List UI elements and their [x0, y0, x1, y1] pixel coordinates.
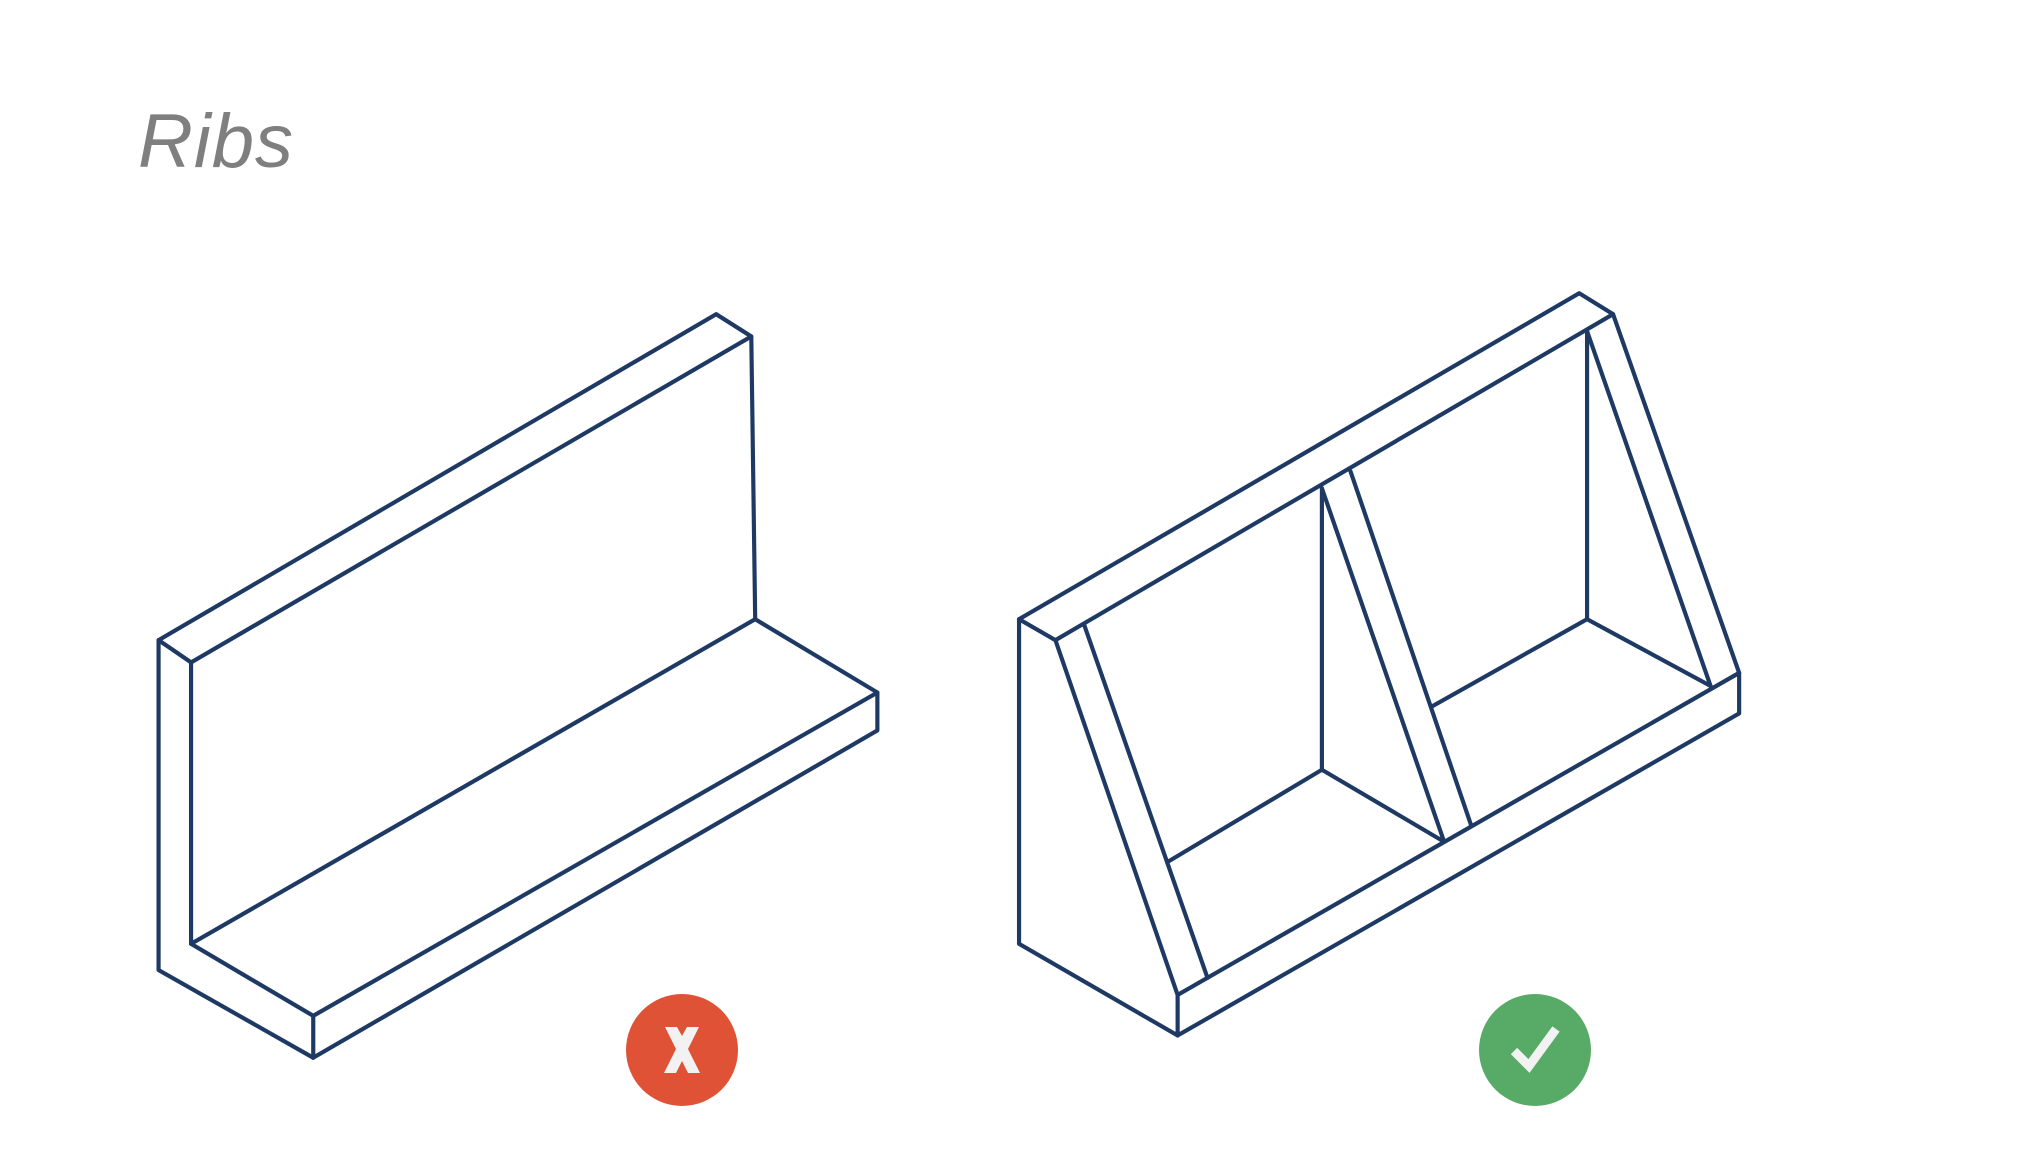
- check-icon: [1510, 1026, 1560, 1073]
- incorrect-badge: [626, 994, 738, 1106]
- x-icon: [664, 1027, 700, 1073]
- page-title: Ribs: [138, 99, 295, 184]
- correct-badge: [1479, 994, 1591, 1106]
- figure-without-ribs: [156, 312, 880, 1060]
- figure-with-ribs: [1016, 291, 1742, 1038]
